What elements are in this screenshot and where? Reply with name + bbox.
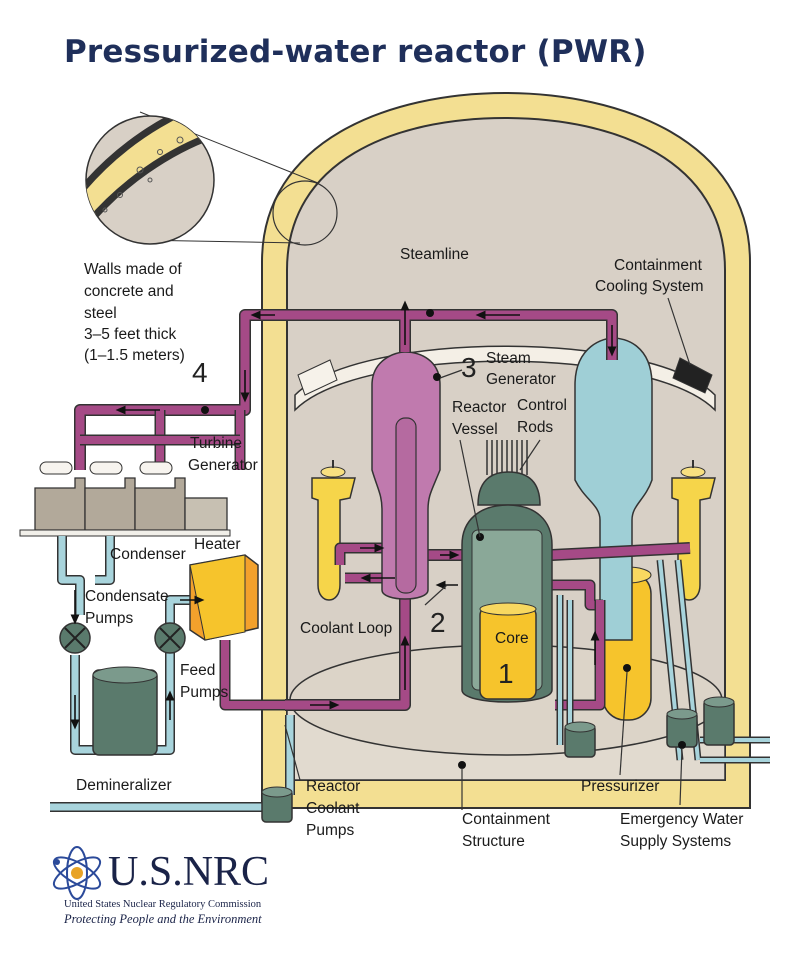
turbine-generator-label-line2: Generator <box>188 457 258 474</box>
number-4: 4 <box>192 357 208 388</box>
reactor-vessel-label-line2: Vessel <box>452 421 498 438</box>
containment-cooling-label-line1: Containment <box>614 257 703 274</box>
number-1: 1 <box>498 658 514 689</box>
emergency-water-supply <box>556 559 770 764</box>
core-label: Core <box>495 630 529 647</box>
feed-pumps-label-line1: Feed <box>180 662 215 679</box>
leader-lines <box>284 297 691 810</box>
emergency-water-label-line2: Supply Systems <box>620 833 731 850</box>
condensate-pumps-label-line1: Condensate <box>85 588 169 605</box>
containment-structure-label-line1: Containment <box>462 811 551 828</box>
reactor-vessel-label-line1: Reactor <box>452 399 506 416</box>
feed-pump <box>154 622 186 654</box>
left-accumulator <box>311 460 356 601</box>
feed-pumps-label-line2: Pumps <box>180 684 228 701</box>
reactor-coolant-pumps-label-line1: Reactor <box>306 778 360 795</box>
nrc-logo-tagline: Protecting People and the Environment <box>63 912 262 926</box>
number-3: 3 <box>461 352 477 383</box>
steam-generator-label-line2: Generator <box>486 371 556 388</box>
walls-label-line3: steel <box>84 305 117 322</box>
condensate-pump <box>59 622 91 654</box>
containment-structure-label-line2: Structure <box>462 833 525 850</box>
demineralizer <box>92 666 158 756</box>
condenser-label: Condenser <box>110 546 186 563</box>
heater-label: Heater <box>194 536 241 553</box>
containment-cooling-tank <box>574 337 653 641</box>
steamline-label: Steamline <box>400 246 469 263</box>
atom-icon <box>52 846 102 900</box>
walls-label-line4: 3–5 feet thick <box>84 326 176 343</box>
labels: Walls made of concrete and steel 3–5 fee… <box>76 246 743 850</box>
pressurizer-label: Pressurizer <box>581 778 659 795</box>
emergency-water-label-line1: Emergency Water <box>620 811 743 828</box>
condensate-pumps-label-line2: Pumps <box>85 610 133 627</box>
nrc-logo: U.S.NRC United States Nuclear Regulatory… <box>52 846 269 926</box>
flow-arrows <box>70 300 617 730</box>
walls-label-line5: (1–1.5 meters) <box>84 347 185 364</box>
heater <box>189 554 259 641</box>
walls-label-line2: concrete and <box>84 283 174 300</box>
turbine-generator <box>19 461 231 537</box>
control-rods-label-line1: Control <box>517 397 567 414</box>
number-2: 2 <box>430 607 446 638</box>
reactor-vessel <box>461 440 553 703</box>
nrc-logo-subtitle: United States Nuclear Regulatory Commiss… <box>64 899 262 910</box>
wall-detail-inset <box>85 111 338 246</box>
coolant-loop-label: Coolant Loop <box>300 620 392 637</box>
reactor-coolant-pump <box>261 786 293 823</box>
steam-generator <box>371 351 441 600</box>
walls-label-line1: Walls made of <box>84 261 182 278</box>
containment-cooling-label-line2: Cooling System <box>595 278 704 295</box>
demineralizer-label: Demineralizer <box>76 777 172 794</box>
turbine-generator-label-line1: Turbine <box>190 435 242 452</box>
steam-generator-label-line1: Steam <box>486 350 531 367</box>
nrc-logo-name: U.S.NRC <box>108 849 269 895</box>
page-title: Pressurized-water reactor (PWR) <box>64 34 647 70</box>
reactor-coolant-pumps-label-line3: Pumps <box>306 822 354 839</box>
control-rods-label-line2: Rods <box>517 419 553 436</box>
reactor-coolant-pumps-label-line2: Coolant <box>306 800 360 817</box>
